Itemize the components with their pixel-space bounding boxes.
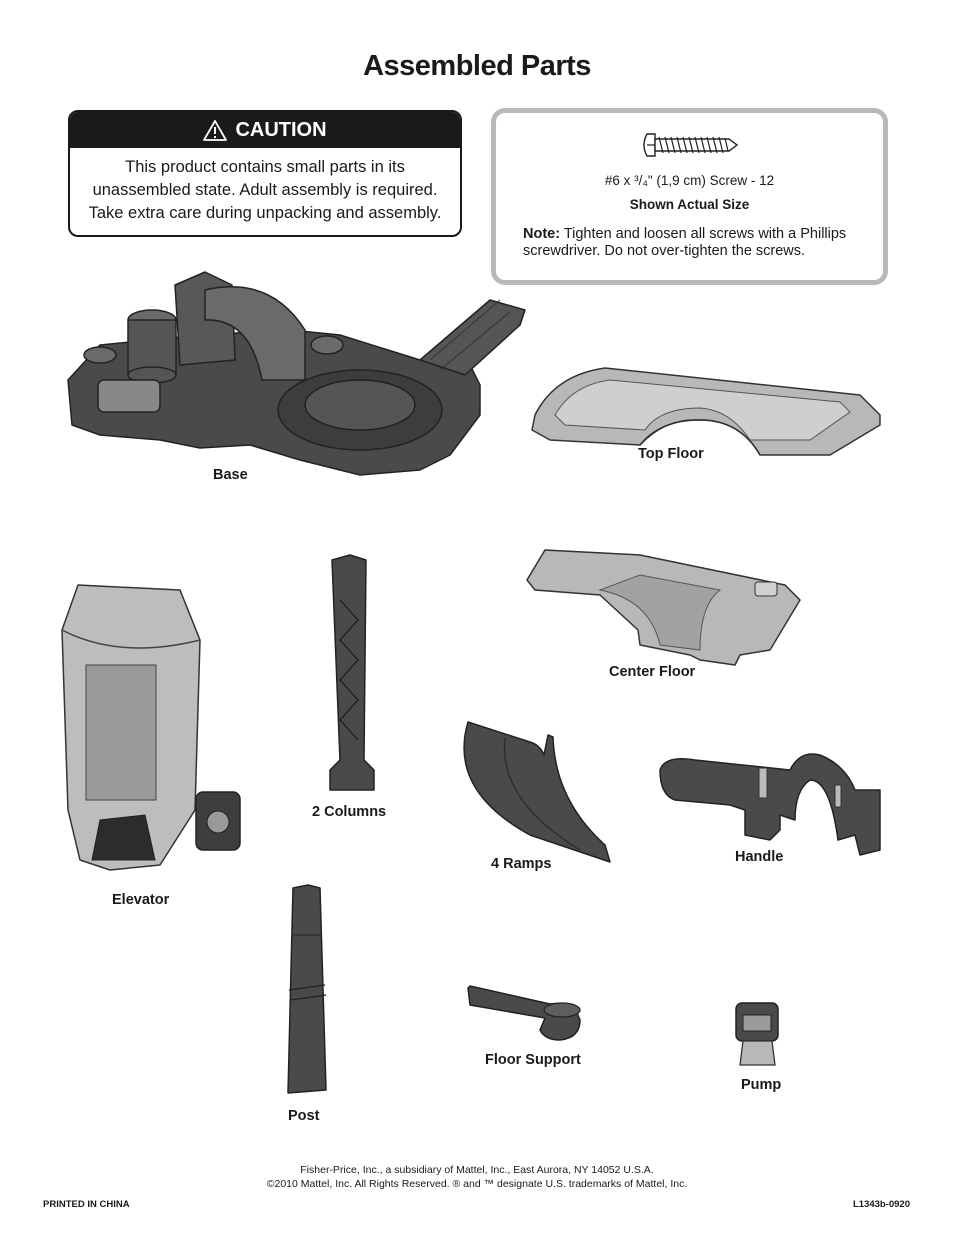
note-text: Tighten and loosen all screws with a Phi… (523, 226, 847, 259)
label-pump: Pump (741, 1077, 782, 1093)
screw-info-box: #6 x ³/₄" (1,9 cm) Screw - 12 Shown Actu… (491, 108, 888, 285)
label-elevator: Elevator (112, 892, 170, 908)
caution-box: CAUTION This product contains small part… (68, 110, 462, 237)
screw-actual-size: Shown Actual Size (629, 197, 750, 212)
label-center-floor: Center Floor (609, 664, 696, 680)
caution-line: unassembled state. Adult assembly is req… (92, 181, 438, 199)
label-handle: Handle (735, 849, 784, 865)
label-post: Post (288, 1108, 320, 1124)
footer-code: L1343b-0920 (852, 1199, 910, 1210)
note-label: Note: (523, 226, 561, 242)
warning-triangle-icon (203, 119, 228, 141)
label-floor-support: Floor Support (485, 1052, 581, 1068)
label-top-floor: Top Floor (638, 446, 704, 462)
caution-line: Take extra care during unpacking and ass… (88, 204, 442, 222)
footer-printed: PRINTED IN CHINA (43, 1199, 130, 1210)
caution-header: CAUTION (70, 112, 460, 148)
screw-note: Note: Tighten and loosen all screws with… (523, 226, 873, 260)
footer-company: Fisher-Price, Inc., a subsidiary of Matt… (300, 1164, 654, 1176)
caution-heading: CAUTION (235, 118, 327, 141)
caution-text: This product contains small parts in its… (70, 148, 460, 225)
footer-copyright: ©2010 Mattel, Inc. All Rights Reserved. … (266, 1178, 688, 1190)
screw-icon (643, 133, 739, 157)
page-title: Assembled Parts (363, 50, 591, 82)
label-base: Base (213, 467, 248, 483)
label-ramps: 4 Ramps (491, 856, 552, 872)
label-columns: 2 Columns (312, 804, 387, 820)
screw-caption: #6 x ³/₄" (1,9 cm) Screw - 12 (604, 173, 775, 188)
caution-line: This product contains small parts in its (125, 158, 405, 176)
